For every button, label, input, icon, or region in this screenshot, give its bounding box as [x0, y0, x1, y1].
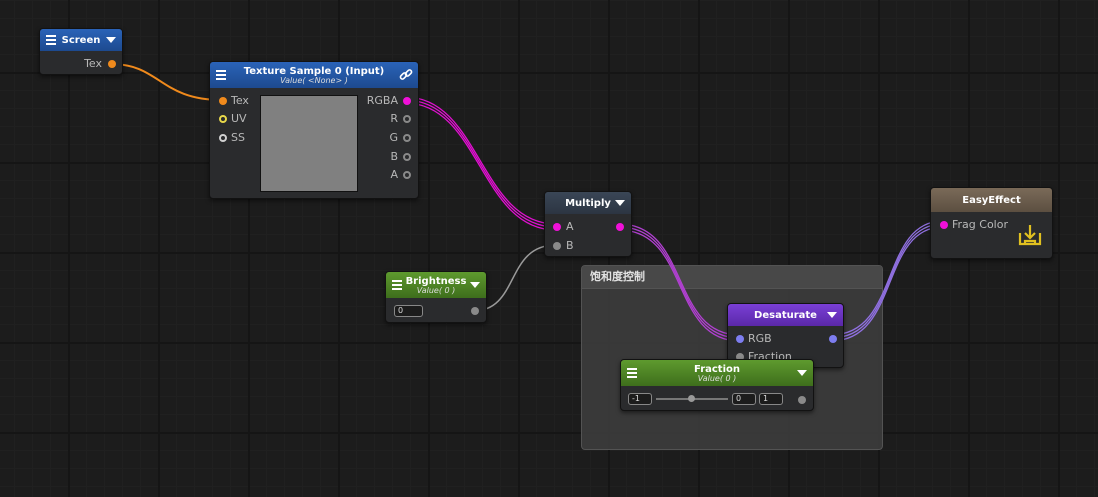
node-title: Fraction: [694, 363, 740, 375]
dropdown-arrow-icon[interactable]: [106, 37, 116, 43]
fraction-slider-handle[interactable]: [688, 395, 695, 402]
output-port-r[interactable]: [403, 115, 411, 123]
dropdown-arrow-icon[interactable]: [470, 282, 480, 288]
output-port[interactable]: [829, 335, 837, 343]
input-port-ss[interactable]: [219, 134, 227, 142]
input-port-b[interactable]: [553, 242, 561, 250]
port-label: RGBA: [366, 94, 398, 107]
node-title: EasyEffect: [962, 194, 1021, 206]
node-title: Texture Sample 0 (Input): [243, 65, 385, 77]
output-port-tex[interactable]: [108, 60, 116, 68]
node-subtitle: Value( 0 ): [697, 373, 737, 383]
port-label: B: [390, 150, 398, 163]
node-texture-sample[interactable]: Texture Sample 0 (Input) Value( <None> )…: [209, 61, 419, 199]
input-port-a[interactable]: [553, 223, 561, 231]
node-title: Desaturate: [754, 309, 817, 321]
node-desaturate[interactable]: Desaturate RGB Fraction: [727, 303, 844, 368]
fraction-max-field[interactable]: 1: [759, 393, 783, 405]
port-label-tex: Tex: [84, 57, 102, 70]
output-port[interactable]: [798, 396, 806, 404]
menu-icon[interactable]: [392, 280, 402, 290]
node-multiply[interactable]: Multiply A B: [544, 191, 632, 257]
node-subtitle: Value( <None> ): [280, 75, 348, 85]
node-screen[interactable]: Screen Tex: [39, 28, 123, 75]
dropdown-arrow-icon[interactable]: [615, 200, 625, 206]
port-label: UV: [231, 112, 247, 125]
output-port[interactable]: [616, 223, 624, 231]
node-brightness[interactable]: Brightness Value( 0 ) 0: [385, 271, 487, 323]
dropdown-arrow-icon[interactable]: [797, 370, 807, 376]
fraction-min-field[interactable]: -1: [628, 393, 652, 405]
port-label: SS: [231, 131, 245, 144]
input-port-fraction[interactable]: [736, 353, 744, 361]
output-port-a[interactable]: [403, 171, 411, 179]
menu-icon[interactable]: [46, 35, 56, 45]
link-icon[interactable]: [399, 68, 413, 82]
port-label-b: B: [566, 239, 574, 252]
port-label-frag-color: Frag Color: [952, 218, 1008, 231]
output-port[interactable]: [471, 307, 479, 315]
port-label-a: A: [566, 220, 574, 233]
fraction-value-field[interactable]: 0: [732, 393, 756, 405]
input-port-rgb[interactable]: [736, 335, 744, 343]
node-title: Brightness: [405, 275, 467, 287]
output-port-rgba[interactable]: [403, 97, 411, 105]
node-title: Screen: [61, 34, 101, 46]
port-label-rgb: RGB: [748, 332, 772, 345]
port-label: G: [389, 131, 398, 144]
node-title: Multiply: [565, 197, 611, 209]
texture-preview[interactable]: [260, 95, 358, 192]
node-fraction[interactable]: Fraction Value( 0 ) -1 0 1: [620, 359, 814, 411]
dropdown-arrow-icon[interactable]: [827, 312, 837, 318]
port-label: A: [390, 168, 398, 181]
input-port-frag-color[interactable]: [940, 221, 948, 229]
output-download-icon: [1018, 225, 1042, 246]
menu-icon[interactable]: [627, 368, 637, 378]
node-easyeffect[interactable]: EasyEffect Frag Color: [930, 187, 1053, 259]
port-label: Tex: [231, 94, 249, 107]
output-port-g[interactable]: [403, 134, 411, 142]
output-port-b[interactable]: [403, 153, 411, 161]
input-port-uv[interactable]: [219, 115, 227, 123]
node-subtitle: Value( 0 ): [416, 285, 456, 295]
port-label: R: [390, 112, 398, 125]
brightness-value-field[interactable]: 0: [394, 305, 423, 317]
menu-icon[interactable]: [216, 70, 226, 80]
input-port-tex[interactable]: [219, 97, 227, 105]
group-title: 饱和度控制: [582, 266, 882, 289]
